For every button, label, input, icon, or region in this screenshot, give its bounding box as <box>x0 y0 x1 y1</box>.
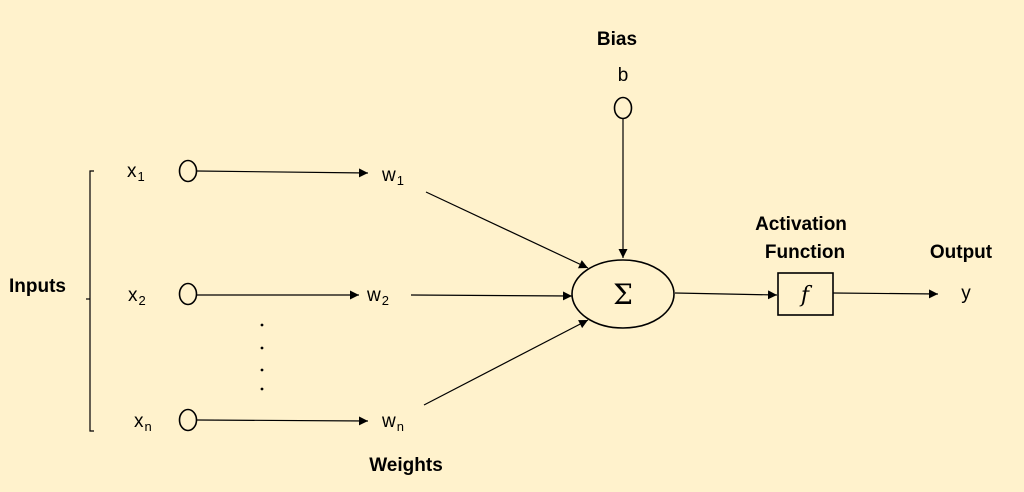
activation-symbol: f <box>799 283 813 308</box>
activation-to-output-arrow <box>832 289 939 299</box>
input-node-1 <box>178 159 198 183</box>
output-title: Output <box>930 242 993 263</box>
activation-label-line2: Function <box>765 242 845 263</box>
summation-symbol: Σ <box>613 278 633 311</box>
input-node-n <box>178 408 198 432</box>
summation-node <box>571 259 675 329</box>
activation-label-line1: Activation <box>755 214 847 235</box>
input-label-2: x2 <box>128 285 146 308</box>
inputs-bracket <box>89 170 94 432</box>
input-label-1: x1 <box>127 161 145 184</box>
input-node-2 <box>178 282 198 306</box>
output-symbol: y <box>961 283 971 304</box>
input-n-to-weight-arrow <box>196 416 369 426</box>
input-label-n: xn <box>134 411 152 434</box>
bias-symbol: b <box>618 65 629 86</box>
weight-label-n: wn <box>381 411 404 434</box>
ellipsis-dots <box>260 323 264 391</box>
bias-node <box>613 96 633 120</box>
weight-1-to-sum-arrow <box>425 191 589 269</box>
weight-label-1: w1 <box>381 165 404 188</box>
activation-function-box <box>777 272 834 316</box>
sum-to-activation-arrow <box>674 290 778 300</box>
weight-label-2: w2 <box>366 285 389 308</box>
weight-n-to-sum-arrow <box>423 319 589 406</box>
weight-2-to-sum-arrow <box>410 291 573 301</box>
inputs-label: Inputs <box>9 276 66 297</box>
bias-title: Bias <box>597 29 637 50</box>
input-1-to-weight-arrow <box>196 168 369 178</box>
weights-label: Weights <box>369 455 443 476</box>
